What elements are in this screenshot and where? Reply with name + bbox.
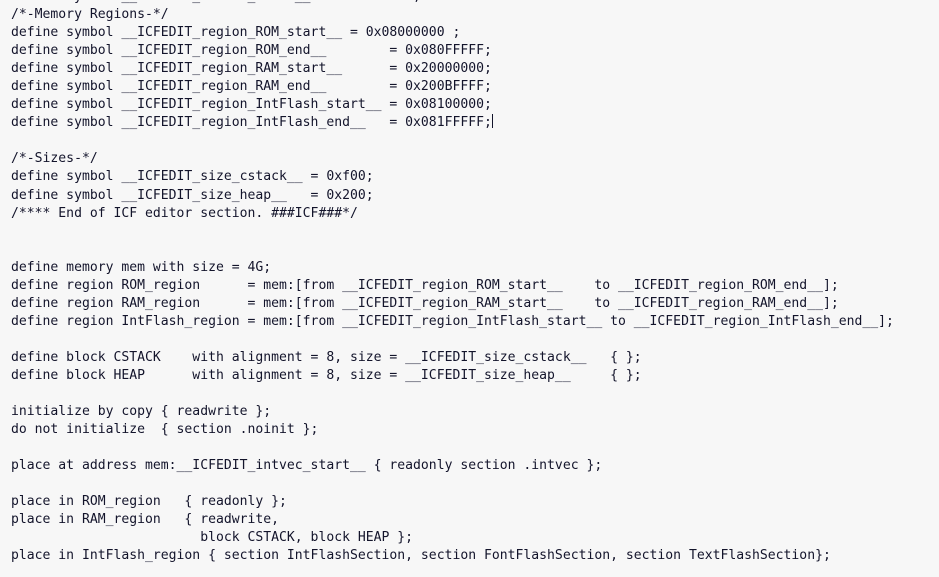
code-line: /*-Memory Regions-*/ (11, 7, 169, 23)
code-line: place in IntFlash_region { section IntFl… (11, 548, 831, 564)
code-line: define region ROM_region = mem:[from __I… (11, 277, 839, 293)
code-line: place in RAM_region { readwrite, (11, 512, 280, 528)
code-line (11, 132, 894, 150)
code-line (11, 331, 894, 349)
code-line (11, 385, 894, 403)
code-line (11, 241, 894, 259)
code-line: /**** End of ICF editor section. ###ICF#… (11, 205, 358, 221)
code-line: block CSTACK, block HEAP }; (11, 530, 414, 546)
code-line: define symbol __ICFEDIT_intvec_start__ =… (11, 0, 894, 6)
code-line: place at address mem:__ICFEDIT_intvec_st… (11, 458, 603, 474)
code-line: define memory mem with size = 4G; (11, 259, 272, 275)
icf-source-text[interactable]: define symbol __ICFEDIT_intvec_start__ =… (11, 0, 894, 566)
code-line (11, 475, 894, 493)
code-line: /*-Sizes-*/ (11, 151, 98, 167)
code-line: initialize by copy { readwrite }; (11, 404, 272, 420)
text-caret (491, 114, 493, 129)
code-line: define symbol __ICFEDIT_region_IntFlash_… (11, 97, 492, 113)
code-line: define region IntFlash_region = mem:[fro… (11, 313, 894, 329)
code-line: define symbol __ICFEDIT_region_RAM_start… (11, 61, 492, 77)
code-line: define symbol __ICFEDIT_region_ROM_start… (11, 25, 461, 41)
code-line (11, 439, 894, 457)
code-line: define block CSTACK with alignment = 8, … (11, 349, 642, 365)
code-line: define symbol __ICFEDIT_size_cstack__ = … (11, 169, 374, 185)
code-line: define block HEAP with alignment = 8, si… (11, 367, 642, 383)
code-line: define symbol __ICFEDIT_region_ROM_end__… (11, 43, 492, 59)
code-line: define symbol __ICFEDIT_region_IntFlash_… (11, 114, 493, 131)
code-line: define symbol __ICFEDIT_region_RAM_end__… (11, 79, 492, 95)
code-line: do not initialize { section .noinit }; (11, 422, 319, 438)
code-line (11, 223, 894, 241)
code-line: define region RAM_region = mem:[from __I… (11, 295, 839, 311)
code-line: place in ROM_region { readonly }; (11, 494, 287, 510)
code-line: define symbol __ICFEDIT_size_heap__ = 0x… (11, 187, 374, 203)
